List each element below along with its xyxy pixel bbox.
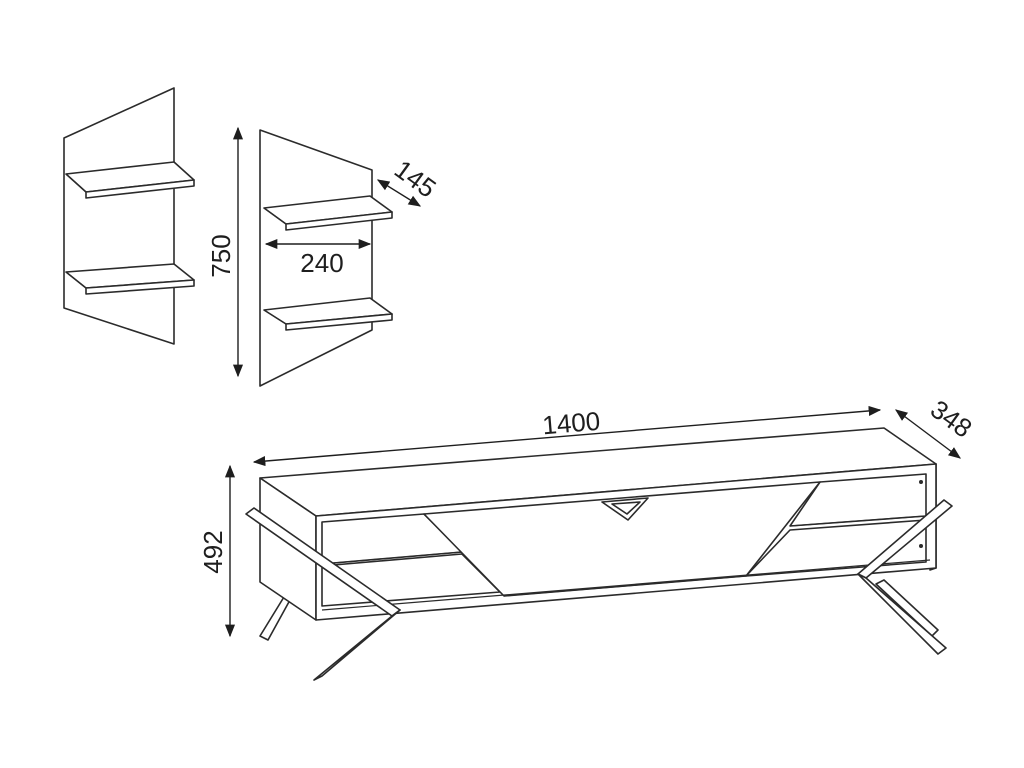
- wall-shelf-right: [259, 129, 393, 387]
- door-handle-icon: [601, 497, 649, 521]
- tv-unit: [245, 427, 953, 681]
- dimension-tv-depth-label: 348: [925, 394, 978, 444]
- dimension-tv-height: 492: [198, 464, 236, 638]
- shelf-left-lower-board: [65, 263, 195, 295]
- wall-shelf-left: [63, 87, 195, 345]
- dimension-tv-width: 1400: [252, 406, 882, 467]
- dimension-shelf-depth-label: 145: [389, 154, 442, 204]
- dimension-shelf-width: 240: [264, 238, 372, 278]
- dimension-tv-height-label: 492: [198, 530, 228, 573]
- shelf-right-lower-board: [263, 297, 393, 331]
- tv-unit-back-right-leg: [875, 579, 939, 637]
- dimension-shelf-depth: 145: [376, 154, 442, 207]
- tv-unit-base-line: [321, 559, 931, 611]
- shelf-left-upper-board: [65, 161, 195, 199]
- dimension-shelf-height-label: 750: [206, 234, 236, 277]
- shelf-right-upper-board: [263, 195, 393, 231]
- dimension-shelf-width-label: 240: [300, 248, 343, 278]
- shelf-left-back-panel: [63, 87, 175, 345]
- dimension-tv-width-label: 1400: [541, 406, 601, 441]
- tv-unit-front-left-leg: [245, 507, 401, 681]
- dimension-shelf-height: 750: [206, 126, 244, 378]
- tv-unit-front-right-leg: [857, 499, 953, 655]
